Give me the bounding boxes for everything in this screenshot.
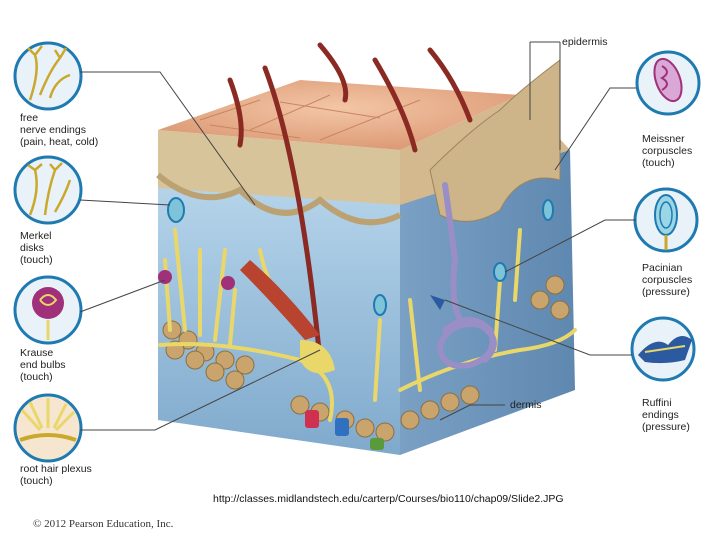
leader-lines <box>79 41 636 431</box>
inset-free-nerve-endings-icon <box>13 41 83 111</box>
inset-meissner-corpuscles-icon <box>635 50 701 116</box>
label-krause-end-bulbs: Krause end bulbs (touch) <box>20 347 66 383</box>
source-url: http://classes.midlandstech.edu/carterp/… <box>213 493 564 505</box>
inset-merkel-disks-icon <box>13 155 83 225</box>
label-meissner-corpuscles: Meissner corpuscles (touch) <box>642 133 693 169</box>
hairs <box>227 42 473 363</box>
receptors <box>158 197 554 450</box>
skin-surface <box>158 80 520 150</box>
inset-krause-end-bulbs-icon <box>13 275 83 345</box>
epidermis-band-front <box>158 130 400 205</box>
copyright: © 2012 Pearson Education, Inc. <box>33 518 174 530</box>
label-free-nerve-endings: free nerve endings (pain, heat, cold) <box>20 112 99 148</box>
label-root-hair-plexus: root hair plexus (touch) <box>20 463 92 487</box>
dermis-side-face <box>400 150 575 455</box>
label-merkel-disks: Merkel disks (touch) <box>20 230 53 266</box>
label-dermis: dermis <box>510 399 542 411</box>
hair-follicle <box>240 260 320 340</box>
sweat-gland <box>436 182 497 369</box>
dermis-front-face <box>158 185 400 455</box>
label-ruffini-endings: Ruffini endings (pressure) <box>642 397 690 433</box>
label-pacinian-corpuscles: Pacinian corpuscles (pressure) <box>642 262 693 298</box>
inset-root-hair-plexus-icon <box>13 393 83 463</box>
label-epidermis: epidermis <box>562 36 608 48</box>
inset-pacinian-corpuscles-icon <box>633 187 699 253</box>
inset-ruffini-endings-icon <box>630 316 696 382</box>
